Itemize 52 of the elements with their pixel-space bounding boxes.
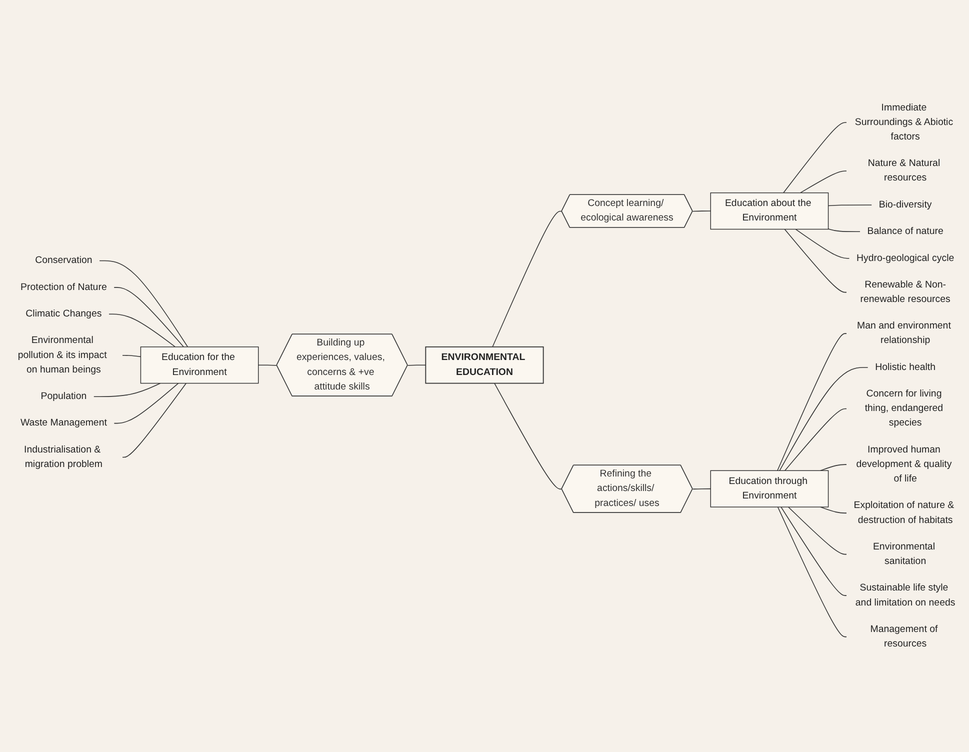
connector bbox=[114, 382, 179, 424]
connector bbox=[788, 506, 847, 555]
node-text: Population bbox=[40, 391, 87, 402]
node-text: Concern for living thing, endangered species bbox=[864, 388, 944, 428]
node-text: Immediate Surroundings & Abiotic factors bbox=[854, 102, 954, 142]
node-text: Hydro-geological cycle bbox=[856, 252, 954, 264]
node-text: Improved human development & quality of life bbox=[856, 444, 952, 484]
connector bbox=[779, 367, 868, 471]
node-box: Education for the Environment bbox=[140, 346, 259, 384]
node-text: Conservation bbox=[35, 255, 92, 266]
node-text: Management of resources bbox=[870, 624, 938, 649]
connector bbox=[122, 354, 142, 358]
connector bbox=[795, 228, 850, 259]
connector bbox=[258, 364, 278, 366]
connector bbox=[122, 382, 187, 458]
connector bbox=[777, 333, 847, 471]
connector bbox=[407, 364, 426, 366]
connector bbox=[820, 506, 847, 514]
connector bbox=[692, 210, 712, 212]
node-text: Renewable & Non-renewable resources bbox=[860, 280, 950, 304]
connector bbox=[492, 210, 562, 348]
node-text: Industrialisation & migration problem bbox=[24, 444, 103, 470]
connector bbox=[784, 408, 847, 471]
connector bbox=[94, 382, 161, 398]
connector bbox=[828, 228, 860, 232]
connector bbox=[800, 170, 847, 194]
node-box: Education about the Environment bbox=[710, 192, 829, 230]
connector bbox=[114, 287, 184, 348]
node-text: Environmental pollution & its impact on human beings bbox=[18, 335, 107, 375]
node-text: Man and environment relationship bbox=[857, 320, 951, 346]
connector bbox=[784, 228, 847, 293]
connector bbox=[692, 488, 712, 490]
connector bbox=[783, 122, 847, 194]
connector bbox=[780, 506, 847, 596]
connector bbox=[99, 260, 188, 348]
node-text: Climatic Changes bbox=[26, 308, 102, 319]
node-text: Nature & Natural resources bbox=[868, 158, 940, 184]
node-text: Balance of nature bbox=[867, 226, 944, 237]
node-text: Waste Management bbox=[20, 418, 107, 428]
node-text: Sustainable life style and limitation on needs bbox=[855, 582, 956, 608]
node-box: Education through Environment bbox=[710, 470, 829, 508]
node-text: Environmental sanitation bbox=[872, 542, 935, 566]
connector bbox=[820, 464, 847, 471]
node-text: Holistic health bbox=[875, 362, 936, 372]
node-text: Protection of Nature bbox=[20, 282, 107, 292]
node-text: Exploitation of nature & destruction of habitats bbox=[854, 500, 954, 526]
node-text: Bio-diversity bbox=[878, 200, 932, 210]
connector bbox=[828, 204, 872, 206]
connector bbox=[108, 314, 176, 348]
node-box: ENVIRONMENTAL EDUCATION bbox=[425, 346, 544, 384]
connector bbox=[777, 506, 847, 638]
connector bbox=[494, 382, 562, 490]
